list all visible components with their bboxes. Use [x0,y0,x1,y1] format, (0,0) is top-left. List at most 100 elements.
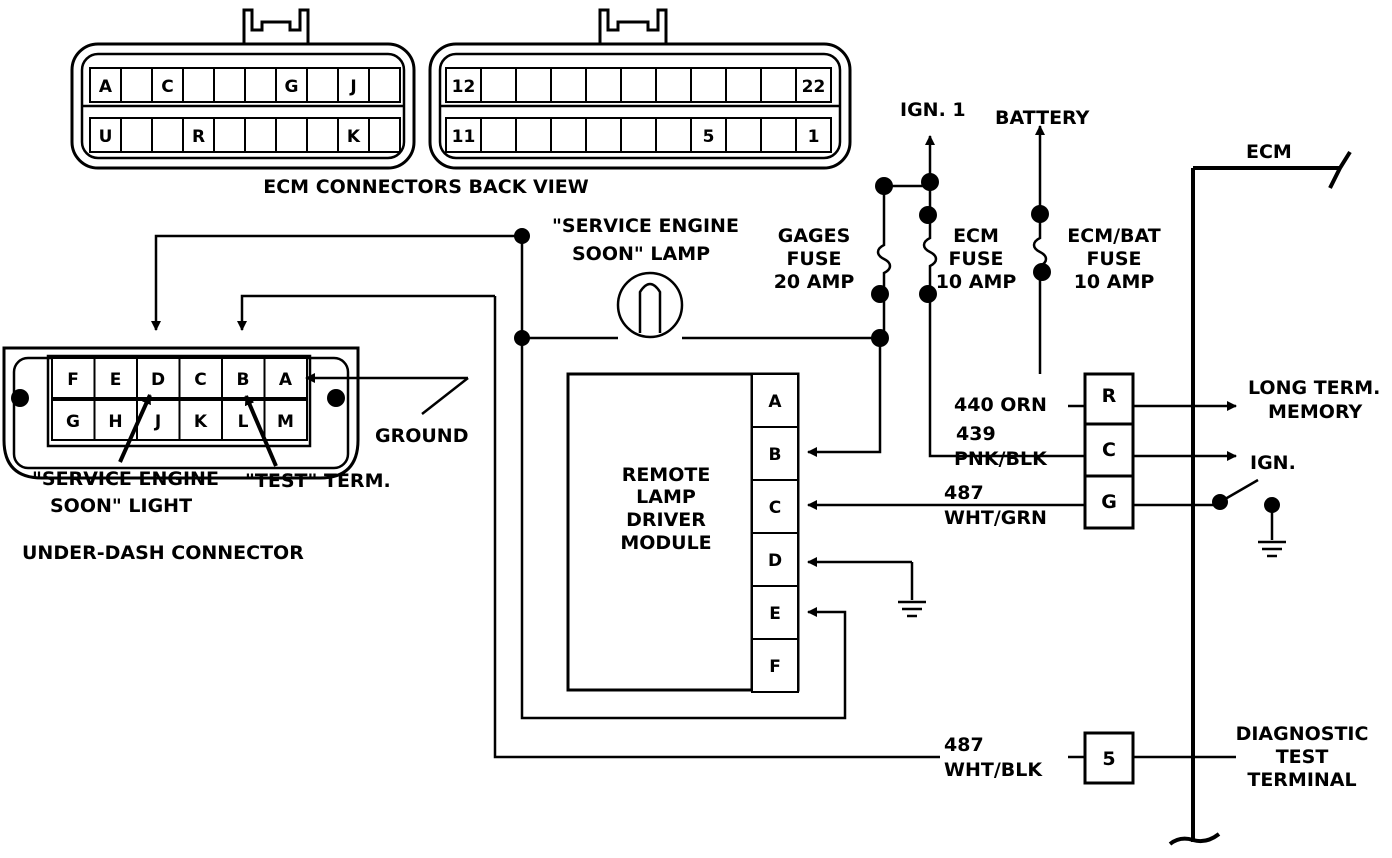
ground-symbol-ecm [1258,540,1286,558]
ecm-pin-g: G [1101,491,1117,513]
diag-pin-5: 5 [1102,748,1115,770]
ecm-left-bottom-cell [120,117,153,153]
ecm-right-bottom-cell [795,117,832,153]
ecm-pin-c: C [1102,439,1116,461]
module-pin-label: C [769,498,781,518]
ecm-left-top-cell [151,67,184,103]
battery-label: BATTERY [995,107,1090,129]
under-dash-top-cell [178,357,223,399]
diag-label-1: DIAGNOSTIC [1236,723,1369,745]
under-dash-top-cell [136,357,181,399]
under-dash-bottom-pin-label: M [277,412,294,432]
ecm-connector-left: A C G J U R K [70,8,416,170]
sel-light-label-2: SOON" LIGHT [50,495,192,517]
under-dash-bottom-cell [93,399,138,441]
ecm-right-bottom-cell [550,117,587,153]
ecm-right-bottom-pin-label: 11 [452,127,476,147]
ecm-left-bottom-pin-label: U [99,127,113,147]
ecmbat-fuse-label-2: FUSE [1086,248,1141,270]
ecm-left-top-pin-label: A [99,77,113,97]
module-pin-label: A [768,392,782,412]
gages-fuse-label-2: FUSE [786,248,841,270]
ecm-left-top-cell [182,67,215,103]
wire-487g-color: WHT/GRN [944,507,1047,529]
ecm-fuse-label-1: ECM [953,225,999,247]
long-term-label-2: MEMORY [1268,401,1363,423]
ign-label: IGN. [1250,452,1296,474]
ecm-right-bottom-cell [585,117,622,153]
ecm-left-bottom-cell [306,117,339,153]
wire-440-label: 440 ORN [954,394,1047,416]
under-dash-top-pin-label: F [67,370,79,390]
ecm-right-bottom-cell [620,117,657,153]
lamp-label-2: SOON" LAMP [572,243,710,265]
ecm-left-bottom-cell [337,117,370,153]
ground-symbol-module [898,600,926,618]
ecm-left-bottom-cell [213,117,246,153]
under-dash-top-pin-label: A [279,370,293,390]
ecm-fuse-mid [919,206,937,224]
ecm-right-bottom-cell [480,117,517,153]
ecmbat-fuse-top [1031,205,1049,223]
ses-lamp [616,271,684,339]
module-pin-label: E [769,604,781,624]
ecm-right-top-cell [585,67,622,103]
wire-487g-num: 487 [944,482,984,504]
lamp-label-1: "SERVICE ENGINE [552,215,739,237]
ecm-left-top-cell [89,67,122,103]
ecm-right-top-cell [655,67,692,103]
ecm-fuse-label-3: 10 AMP [936,271,1017,293]
diag-label-2: TEST [1276,746,1329,768]
ground-label: GROUND [375,425,468,447]
under-dash-bottom-pin-label: J [154,412,161,432]
ecm-left-top-pin-label: C [161,77,173,97]
ecm-pin-r: R [1102,385,1117,407]
ecm-right-top-cell [795,67,832,103]
under-dash-top-pin-label: B [237,370,250,390]
module-pin-label: B [769,445,782,465]
under-dash-bottom-cell [51,399,96,441]
under-dash-top-pin-label: D [151,370,165,390]
ecm-left-bottom-pin-label: K [347,127,361,147]
module-label-line-1: REMOTE [622,464,711,486]
module-label-line-4: MODULE [620,532,711,554]
under-dash-bottom-pin-label: H [108,412,122,432]
ecm-left-bottom-pin-label: R [192,127,205,147]
ecm-right-bottom-pin-label: 5 [703,127,715,147]
ecm-left-top-pin-label: J [349,77,356,97]
wire-487b-color: WHT/BLK [944,759,1043,781]
ecm-pin-block [1083,372,1135,530]
ecm-right-bottom-pin-label: 1 [808,127,820,147]
ecm-right-bottom-cell [445,117,482,153]
ecm-left-top-pin-label: G [285,77,299,97]
ecm-left-top-cell [368,67,401,103]
under-dash-title: UNDER-DASH CONNECTOR [22,542,304,564]
under-dash-bottom-pin-label: K [194,412,208,432]
ecm-left-top-cell [306,67,339,103]
junction-lamp-left [514,330,530,346]
ecm-fuse-top [921,173,939,191]
ecm-fuse-label-2: FUSE [948,248,1003,270]
ecm-fuse-bottom [919,285,937,303]
module-pin-label: D [768,551,782,571]
sel-light-label-1: "SERVICE ENGINE [32,468,219,490]
ecm-right-bottom-cell [725,117,762,153]
junction-top-left [514,228,530,244]
ecm-right-top-cell [550,67,587,103]
ecm-right-bottom-cell [690,117,727,153]
ecm-right-top-cell [480,67,517,103]
ecm-right-top-cell [725,67,762,103]
long-term-label-1: LONG TERM. [1248,377,1380,399]
gages-fuse-bottom [871,285,889,303]
module-pin-cell [751,638,799,693]
module-label-line-3: DRIVER [626,509,706,531]
ecmbat-fuse-label-1: ECM/BAT [1067,225,1160,247]
ecm-left-bottom-cell [368,117,401,153]
module-label-line-2: LAMP [636,486,696,508]
ecm-right-top-cell [515,67,552,103]
ecm-right-bottom-cell [515,117,552,153]
under-dash-top-cell [93,357,138,399]
